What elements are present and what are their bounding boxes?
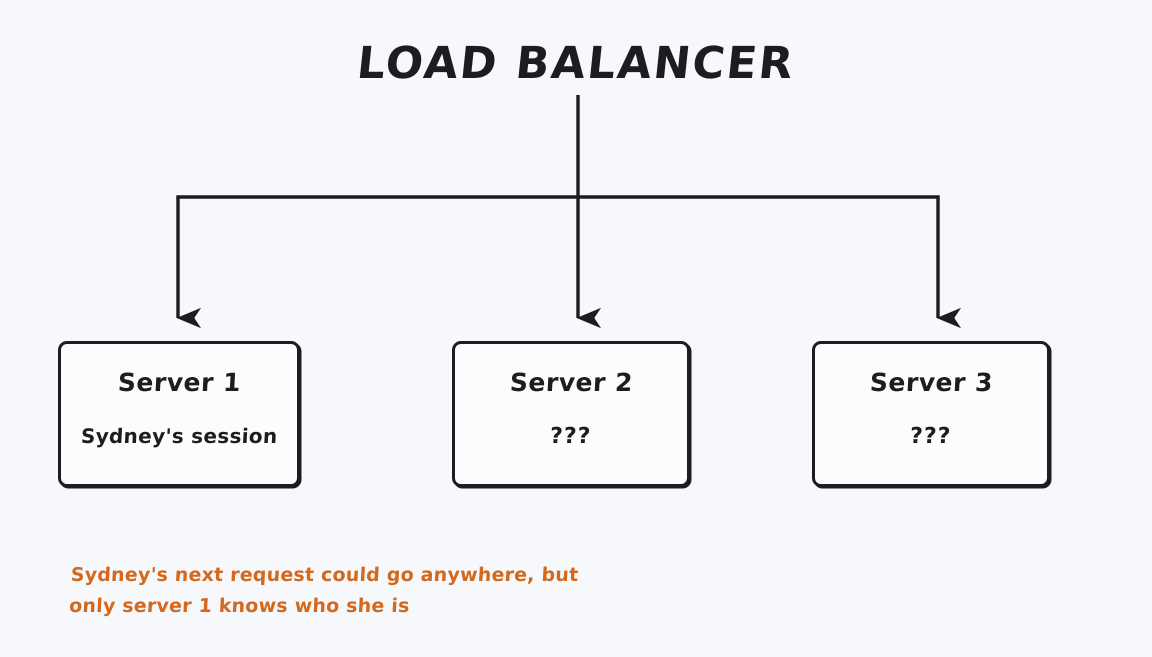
server-1-status: Sydney's session [80,424,278,448]
server-node-3[interactable]: Server 3 ??? [812,341,1050,487]
caption-line-2: only server 1 knows who she is [68,595,411,617]
server-2-status: ??? [549,424,593,449]
server-node-2[interactable]: Server 2 ??? [452,341,690,487]
page-title: LOAD BALANCER [354,38,798,89]
server-3-name: Server 3 [868,368,994,397]
server-2-name: Server 2 [508,368,634,397]
caption: Sydney's next request could go anywhere,… [68,560,579,622]
server-node-1[interactable]: Server 1 Sydney's session [58,341,300,487]
server-3-status: ??? [909,424,953,449]
caption-line-1: Sydney's next request could go anywhere,… [70,564,579,586]
server-1-name: Server 1 [116,368,242,397]
